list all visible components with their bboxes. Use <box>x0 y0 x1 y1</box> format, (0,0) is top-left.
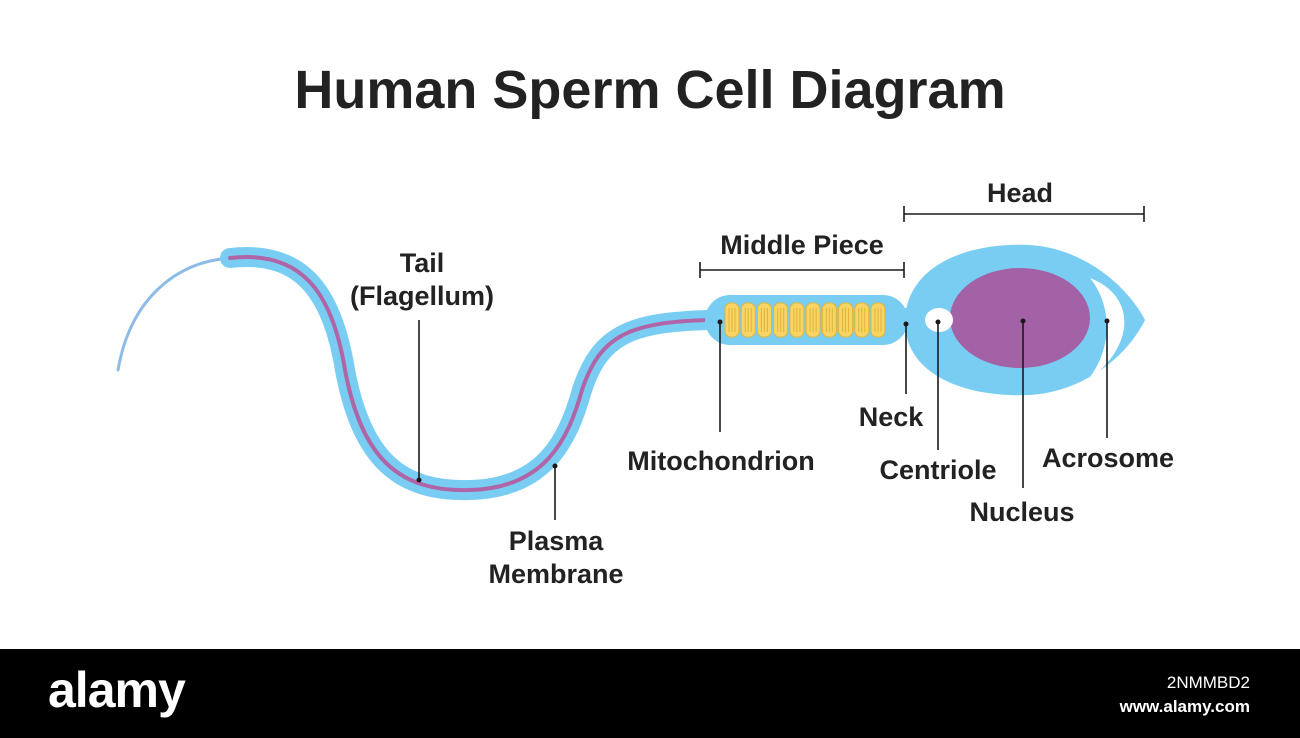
label-middle-piece: Middle Piece <box>720 230 884 260</box>
diagram-title: Human Sperm Cell Diagram <box>294 60 1005 120</box>
leader-centriole <box>935 319 941 450</box>
label-tail: Tail <box>400 248 445 278</box>
alamy-logo: alamy <box>48 662 186 718</box>
acrosome-shape <box>1086 278 1125 382</box>
label-head: Head <box>987 178 1053 208</box>
middle-piece-bracket <box>699 262 905 278</box>
site-url: www.alamy.com <box>1119 697 1250 716</box>
leader-plasma-membrane <box>552 463 558 520</box>
leader-acrosome <box>1104 318 1110 438</box>
middle-piece <box>705 295 908 345</box>
mitochondria-group <box>724 302 886 338</box>
leader-mitochondrion <box>717 319 723 432</box>
label-neck: Neck <box>859 402 925 432</box>
nucleus-shape <box>950 268 1090 368</box>
head-bracket <box>903 206 1145 222</box>
label-membrane: Membrane <box>488 559 623 589</box>
label-plasma: Plasma <box>509 526 605 556</box>
tail-tip <box>116 256 232 372</box>
image-id-block: 2NMMBD2 www.alamy.com <box>1120 671 1250 719</box>
label-nucleus: Nucleus <box>969 497 1074 527</box>
label-centriole: Centriole <box>879 455 996 485</box>
label-mitochondrion: Mitochondrion <box>627 446 814 476</box>
tail-flagellum <box>116 247 720 501</box>
watermark-footer-bar: alamy 2NMMBD2 www.alamy.com <box>0 649 1300 738</box>
tail-axoneme <box>228 255 712 493</box>
leader-neck <box>903 321 909 394</box>
label-acrosome: Acrosome <box>1042 443 1174 473</box>
leader-nucleus <box>1020 318 1026 488</box>
leader-tail <box>416 320 422 483</box>
label-flagellum: (Flagellum) <box>350 281 494 311</box>
image-code: 2NMMBD2 <box>1166 673 1250 692</box>
